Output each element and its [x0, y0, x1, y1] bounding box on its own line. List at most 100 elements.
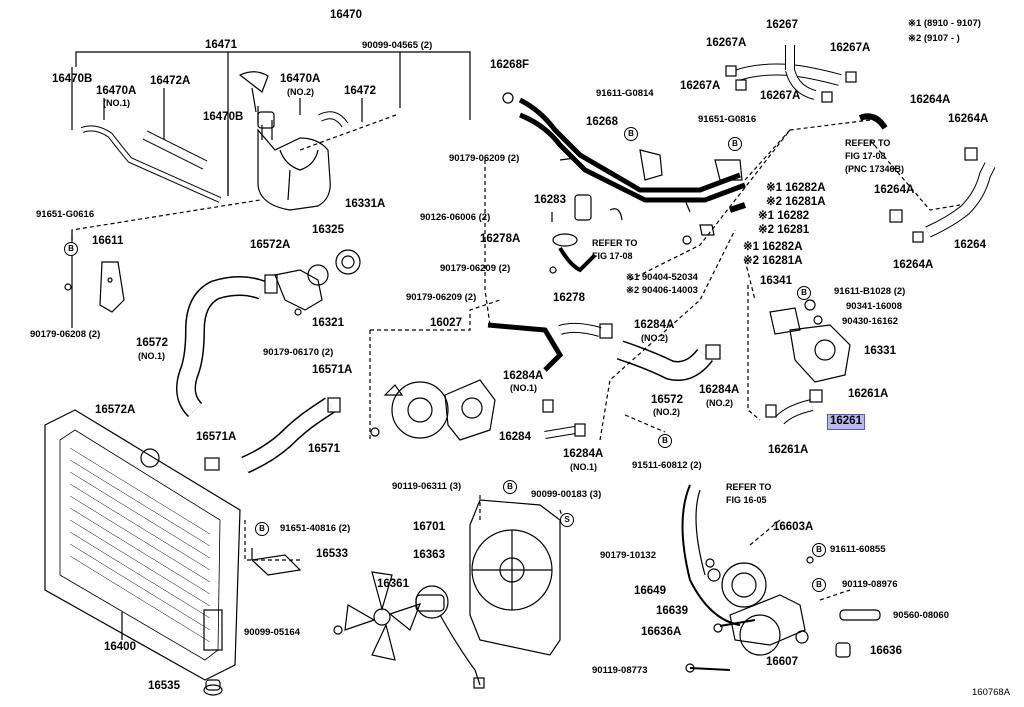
part-16572A-1[interactable]: 16572A [250, 239, 291, 251]
part-16267A-3[interactable]: 16267A [680, 80, 721, 92]
part-16281A-1[interactable]: ※2 16281A [766, 196, 826, 208]
part-16278[interactable]: 16278 [553, 292, 585, 304]
part-16470A-2[interactable]: 16470A [280, 73, 321, 85]
part-16470[interactable]: 16470 [330, 9, 362, 21]
marker-b: B [255, 522, 269, 536]
part-16649[interactable]: 16649 [634, 585, 666, 597]
part-90560-08060[interactable]: 90560-08060 [893, 610, 949, 621]
part-16611[interactable]: 16611 [92, 235, 124, 247]
part-16267A-4[interactable]: 16267A [760, 90, 801, 102]
part-90119-06311[interactable]: 90119-06311 (3) [392, 481, 462, 492]
part-16261A-1[interactable]: 16261A [848, 388, 889, 400]
part-16535[interactable]: 16535 [148, 680, 180, 692]
ref-fig-17-08-line1[interactable]: REFER TO [845, 138, 891, 148]
part-90430-16162[interactable]: 90430-16162 [842, 316, 898, 327]
marker-s: S [560, 513, 574, 527]
part-90099-04565[interactable]: 90099-04565 (2) [362, 40, 433, 51]
part-16325[interactable]: 16325 [312, 224, 344, 236]
part-16284[interactable]: 16284 [499, 431, 531, 443]
part-90179-10132[interactable]: 90179-10132 [600, 550, 656, 561]
part-90341-16008[interactable]: 90341-16008 [846, 301, 902, 312]
part-91651-40816[interactable]: 91651-40816 (2) [280, 523, 351, 534]
part-16331[interactable]: 16331 [864, 345, 896, 357]
pipe-leaders [484, 119, 871, 326]
part-16267[interactable]: 16267 [766, 19, 798, 31]
part-16603A[interactable]: 16603A [773, 521, 814, 533]
part-16268[interactable]: 16268 [586, 116, 618, 128]
part-91651-G0816[interactable]: 91651-G0816 [698, 114, 757, 125]
part-90126-06006[interactable]: 90126-06006 (2) [420, 212, 491, 223]
part-16284A-3[interactable]: 16284A [563, 448, 604, 460]
part-16267A-2[interactable]: 16267A [830, 42, 871, 54]
part-16281[interactable]: ※2 16281 [758, 224, 810, 236]
part-91651-G0616[interactable]: 91651-G0616 [36, 209, 95, 220]
part-90179-06208[interactable]: 90179-06208 (2) [30, 329, 101, 340]
ref-fig-17-08b-line2[interactable]: FIG 17-08 [592, 251, 633, 261]
ref-fig-17-08-line2[interactable]: FIG 17-08 [845, 151, 886, 161]
part-16264A-4[interactable]: 16264A [893, 259, 934, 271]
part-16470B-2[interactable]: 16470B [203, 111, 244, 123]
part-16282A-1[interactable]: ※1 16282A [766, 182, 826, 194]
part-16284A-1[interactable]: 16284A [634, 319, 675, 331]
ref-fig-16-05-line2[interactable]: FIG 16-05 [726, 495, 767, 505]
part-16341[interactable]: 16341 [760, 275, 792, 287]
part-16636[interactable]: 16636 [870, 645, 902, 657]
ref-fig-16-05-line1[interactable]: REFER TO [726, 482, 772, 492]
part-16572A-2[interactable]: 16572A [95, 404, 136, 416]
part-90404-52034[interactable]: ※1 90404-52034 [626, 272, 698, 283]
part-90179-06209-a[interactable]: 90179-06209 (2) [449, 153, 520, 164]
part-16264A-3[interactable]: 16264A [874, 184, 915, 196]
part-16470B-1[interactable]: 16470B [52, 73, 93, 85]
part-90179-06209-c[interactable]: 90179-06209 (2) [406, 292, 477, 303]
part-16027[interactable]: 16027 [430, 317, 462, 329]
part-16470A-1[interactable]: 16470A [96, 85, 137, 97]
part-16264A-1[interactable]: 16264A [910, 94, 951, 106]
part-16261A-2[interactable]: 16261A [768, 444, 809, 456]
part-16282[interactable]: ※1 16282 [758, 210, 810, 222]
part-16284A-2[interactable]: 16284A [503, 370, 544, 382]
part-90119-08976[interactable]: 90119-08976 [842, 579, 898, 590]
part-16533[interactable]: 16533 [316, 548, 348, 560]
part-16267A-1[interactable]: 16267A [706, 37, 747, 49]
part-16281A-2[interactable]: ※2 16281A [743, 255, 803, 267]
part-16264A-2[interactable]: 16264A [948, 113, 989, 125]
part-16636A[interactable]: 16636A [641, 626, 682, 638]
part-16572-2[interactable]: 16572 [651, 394, 683, 406]
water-bypass-16283 [549, 194, 746, 274]
part-90099-00183[interactable]: 90099-00183 (3) [531, 489, 602, 500]
part-91611-60855[interactable]: 91611-60855 [830, 544, 886, 555]
part-16284A-4[interactable]: 16284A [699, 384, 740, 396]
part-16268F[interactable]: 16268F [490, 59, 530, 71]
part-90179-06209-b[interactable]: 90179-06209 (2) [440, 263, 511, 274]
part-90099-05164[interactable]: 90099-05164 [244, 627, 300, 638]
part-16472A[interactable]: 16472A [150, 75, 191, 87]
part-16278A[interactable]: 16278A [480, 233, 521, 245]
part-16331A[interactable]: 16331A [345, 198, 386, 210]
part-16261[interactable]: 16261 [827, 414, 865, 430]
part-91511-60812[interactable]: 91511-60812 (2) [632, 460, 702, 471]
part-16361[interactable]: 16361 [377, 578, 409, 590]
part-91611-G0814[interactable]: 91611-G0814 [596, 88, 654, 99]
part-16571[interactable]: 16571 [308, 443, 340, 455]
part-16283[interactable]: 16283 [534, 194, 566, 206]
part-90179-06170[interactable]: 90179-06170 (2) [263, 347, 334, 358]
part-16571A-1[interactable]: 16571A [312, 364, 353, 376]
part-16607[interactable]: 16607 [766, 656, 798, 668]
part-16471[interactable]: 16471 [205, 39, 237, 51]
part-16701[interactable]: 16701 [413, 521, 445, 533]
ref-fig-17-08-line3[interactable]: (PNC 17346B) [845, 164, 905, 174]
part-16363[interactable]: 16363 [413, 549, 445, 561]
part-16639[interactable]: 16639 [656, 605, 688, 617]
part-16571A-2[interactable]: 16571A [196, 431, 237, 443]
part-16282A-2[interactable]: ※1 16282A [743, 241, 803, 253]
part-91611-B1028[interactable]: 91611-B1028 (2) [834, 286, 906, 297]
marker-b: B [728, 137, 742, 151]
part-16264[interactable]: 16264 [954, 239, 986, 251]
ref-fig-17-08b-line1[interactable]: REFER TO [592, 238, 638, 248]
part-16321[interactable]: 16321 [312, 317, 344, 329]
part-16400[interactable]: 16400 [104, 641, 136, 653]
part-16472[interactable]: 16472 [344, 85, 376, 97]
part-16572-1[interactable]: 16572 [136, 337, 168, 349]
part-90406-14003[interactable]: ※2 90406-14003 [626, 285, 698, 296]
part-90119-08773[interactable]: 90119-08773 [592, 665, 648, 676]
